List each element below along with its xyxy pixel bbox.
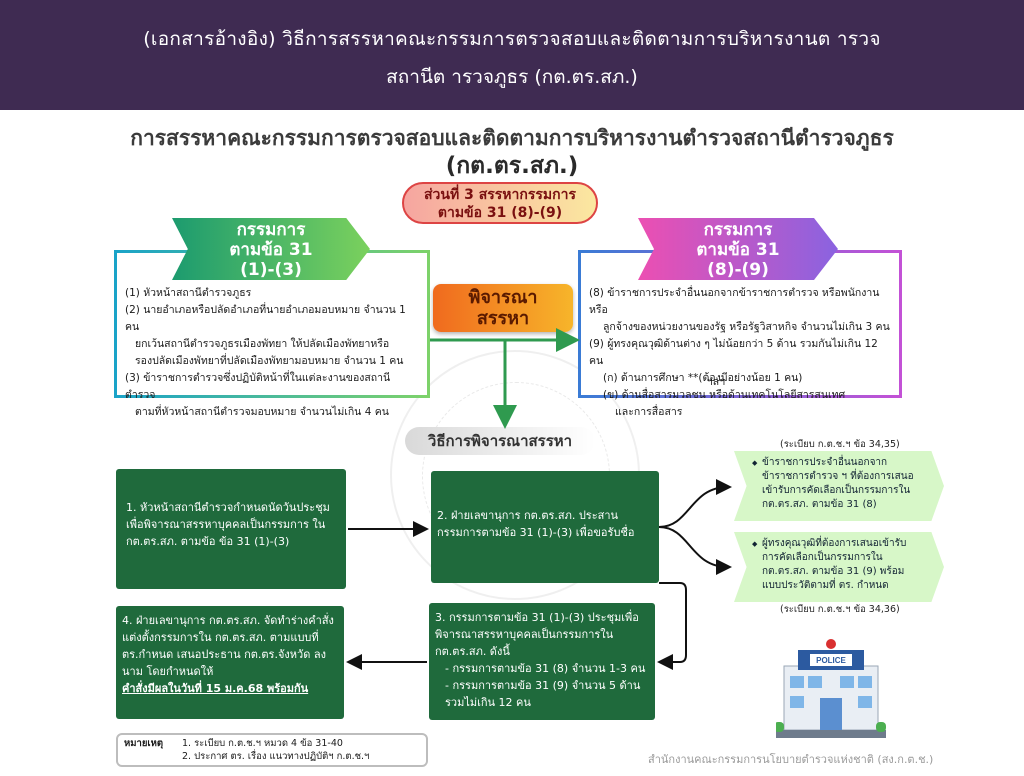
step-4-main: 4. ฝ่ายเลขานุการ กต.ตร.สภ. จัดทำร่างคำสั… bbox=[122, 614, 334, 678]
arrow-step2-to-step3 bbox=[657, 582, 687, 670]
banner-left-line-1: กรรมการ bbox=[236, 220, 306, 240]
step-3-item-b: - กรรมการตามข้อ 31 (9) จำนวน 5 ด้าน รวมไ… bbox=[445, 679, 641, 709]
banner-right: กรรมการ ตามข้อ 31 (8)-(9) bbox=[638, 218, 838, 280]
police-sign-text: POLICE bbox=[816, 656, 846, 665]
green-box-expert: ผู้ทรงคุณวุฒิที่ต้องการเสนอเข้ารับการคัด… bbox=[734, 532, 944, 602]
banner-right-line-1: กรรมการ bbox=[703, 220, 773, 240]
header-bar: (เอกสารอ้างอิง) วิธีการสรรหาคณะกรรมการตร… bbox=[0, 0, 1024, 110]
green-box-civil-servant: ข้าราชการประจำอื่นนอกจากข้าราชการตำรวจ ฯ… bbox=[734, 451, 944, 521]
right-item: (8) ข้าราชการประจำอื่นนอกจากข้าราชการตำร… bbox=[589, 287, 880, 316]
police-station-icon: POLICE bbox=[776, 639, 886, 738]
step-3-main: 3. กรรมการตามข้อ 31 (1)-(3) ประชุมเพื่อพ… bbox=[435, 611, 639, 658]
banner-left-line-3: (1)-(3) bbox=[240, 260, 302, 280]
remarks-box: หมายเหตุ 1. ระเบียบ ก.ต.ช.ฯ หมวด 4 ข้อ 31… bbox=[116, 733, 428, 767]
remarks-heading: หมายเหตุ bbox=[124, 738, 164, 749]
step-3-item-a: - กรรมการตามข้อ 31 (8) จำนวน 1-3 คน bbox=[445, 662, 646, 675]
right-item: ลูกจ้างของหน่วยงานของรัฐ หรือรัฐวิสาหกิจ… bbox=[603, 321, 890, 333]
arrow-step2-to-green-2 bbox=[658, 526, 732, 575]
right-item: (ข) ด้านสื่อสารมวลชน หรือด้านเทคโนโลยีสา… bbox=[603, 389, 846, 401]
method-label: วิธีการพิจารณาสรรหา bbox=[405, 427, 595, 455]
arrow-step2-to-green-1 bbox=[658, 479, 732, 528]
step-2-box: 2. ฝ่ายเลขานุการ กต.ตร.สภ. ประสานกรรมการ… bbox=[431, 471, 659, 583]
banner-left-line-2: ตามข้อ 31 bbox=[229, 240, 313, 260]
remarks-line-2: 2. ประกาศ ตร. เรื่อง แนวทางปฏิบัติฯ ก.ต.… bbox=[182, 751, 370, 762]
step-3-box: 3. กรรมการตามข้อ 31 (1)-(3) ประชุมเพื่อพ… bbox=[429, 603, 655, 720]
step-1-box: 1. หัวหน้าสถานีตำรวจกำหนดนัดวันประชุมเพื… bbox=[116, 469, 346, 589]
reference-bottom: (ระเบียบ ก.ต.ช.ฯ ข้อ 34,36) bbox=[780, 604, 900, 615]
header-line-1: (เอกสารอ้างอิง) วิธีการสรรหาคณะกรรมการตร… bbox=[143, 28, 881, 50]
left-item: ตามที่หัวหน้าสถานีตำรวจมอบหมาย จำนวนไม่เ… bbox=[135, 406, 389, 418]
section-pill-line-2: ตามข้อ 31 (8)-(9) bbox=[437, 205, 563, 221]
right-item: (9) ผู้ทรงคุณวุฒิด้านต่าง ๆ ไม่น้อยกว่า … bbox=[589, 338, 878, 367]
left-item: (2) นายอำเภอหรือปลัดอำเภอที่นายอำเภอมอบห… bbox=[125, 304, 406, 333]
green-box-text: ผู้ทรงคุณวุฒิที่ต้องการเสนอเข้ารับการคัด… bbox=[752, 537, 918, 593]
section-pill: ส่วนที่ 3 สรรหากรรมการ ตามข้อ 31 (8)-(9) bbox=[402, 182, 598, 224]
remarks-line-1: 1. ระเบียบ ก.ต.ช.ฯ หมวด 4 ข้อ 31-40 bbox=[182, 738, 343, 749]
banner-left: กรรมการ ตามข้อ 31 (1)-(3) bbox=[172, 218, 370, 280]
consider-recruit-label: พิจารณา สรรหา bbox=[433, 284, 573, 332]
header-line-2: สถานีต ารวจภูธร (กต.ตร.สภ.) bbox=[386, 66, 638, 88]
left-item: รองปลัดเมืองพัทยาที่ปลัดเมืองพัทยามอบหมา… bbox=[135, 355, 404, 367]
step-4-box: 4. ฝ่ายเลขานุการ กต.ตร.สภ. จัดทำร่างคำสั… bbox=[116, 606, 344, 719]
section-pill-line-1: ส่วนที่ 3 สรรหากรรมการ bbox=[424, 187, 576, 203]
consider-line-2: สรรหา bbox=[476, 308, 530, 329]
footer-office-credit: สำนักงานคณะกรรมการนโยบายตำรวจแห่งชาติ (ส… bbox=[648, 753, 934, 766]
left-item: (1) หัวหน้าสถานีตำรวจภูธร bbox=[125, 287, 252, 299]
banner-right-line-3: (8)-(9) bbox=[707, 260, 769, 280]
diagram-title: การสรรหาคณะกรรมการตรวจสอบและติดตามการบริ… bbox=[130, 126, 894, 150]
consider-line-1: พิจารณา bbox=[468, 287, 538, 308]
left-item: (3) ข้าราชการตำรวจซึ่งปฏิบัติหน้าที่ในแต… bbox=[125, 372, 391, 401]
right-item: และการสื่อสาร bbox=[615, 406, 683, 418]
green-box-text: ข้าราชการประจำอื่นนอกจากข้าราชการตำรวจ ฯ… bbox=[752, 456, 918, 512]
banner-right-line-2: ตามข้อ 31 bbox=[696, 240, 780, 260]
reference-top: (ระเบียบ ก.ต.ช.ฯ ข้อ 34,35) bbox=[780, 439, 900, 450]
diagram-subtitle: (กต.ตร.สภ.) bbox=[445, 153, 579, 179]
right-item: (ก) ด้านการศึกษา **(ต้องมีอย่างน้อย 1 คน… bbox=[603, 372, 803, 384]
right-box-etc: ฯลฯ bbox=[706, 376, 725, 388]
left-item: ยกเว้นสถานีตำรวจภูธรเมืองพัทยา ให้ปลัดเม… bbox=[135, 338, 390, 350]
step-4-effective: คำสั่งมีผลในวันที่ 15 ม.ค.68 พร้อมกัน bbox=[122, 682, 309, 695]
